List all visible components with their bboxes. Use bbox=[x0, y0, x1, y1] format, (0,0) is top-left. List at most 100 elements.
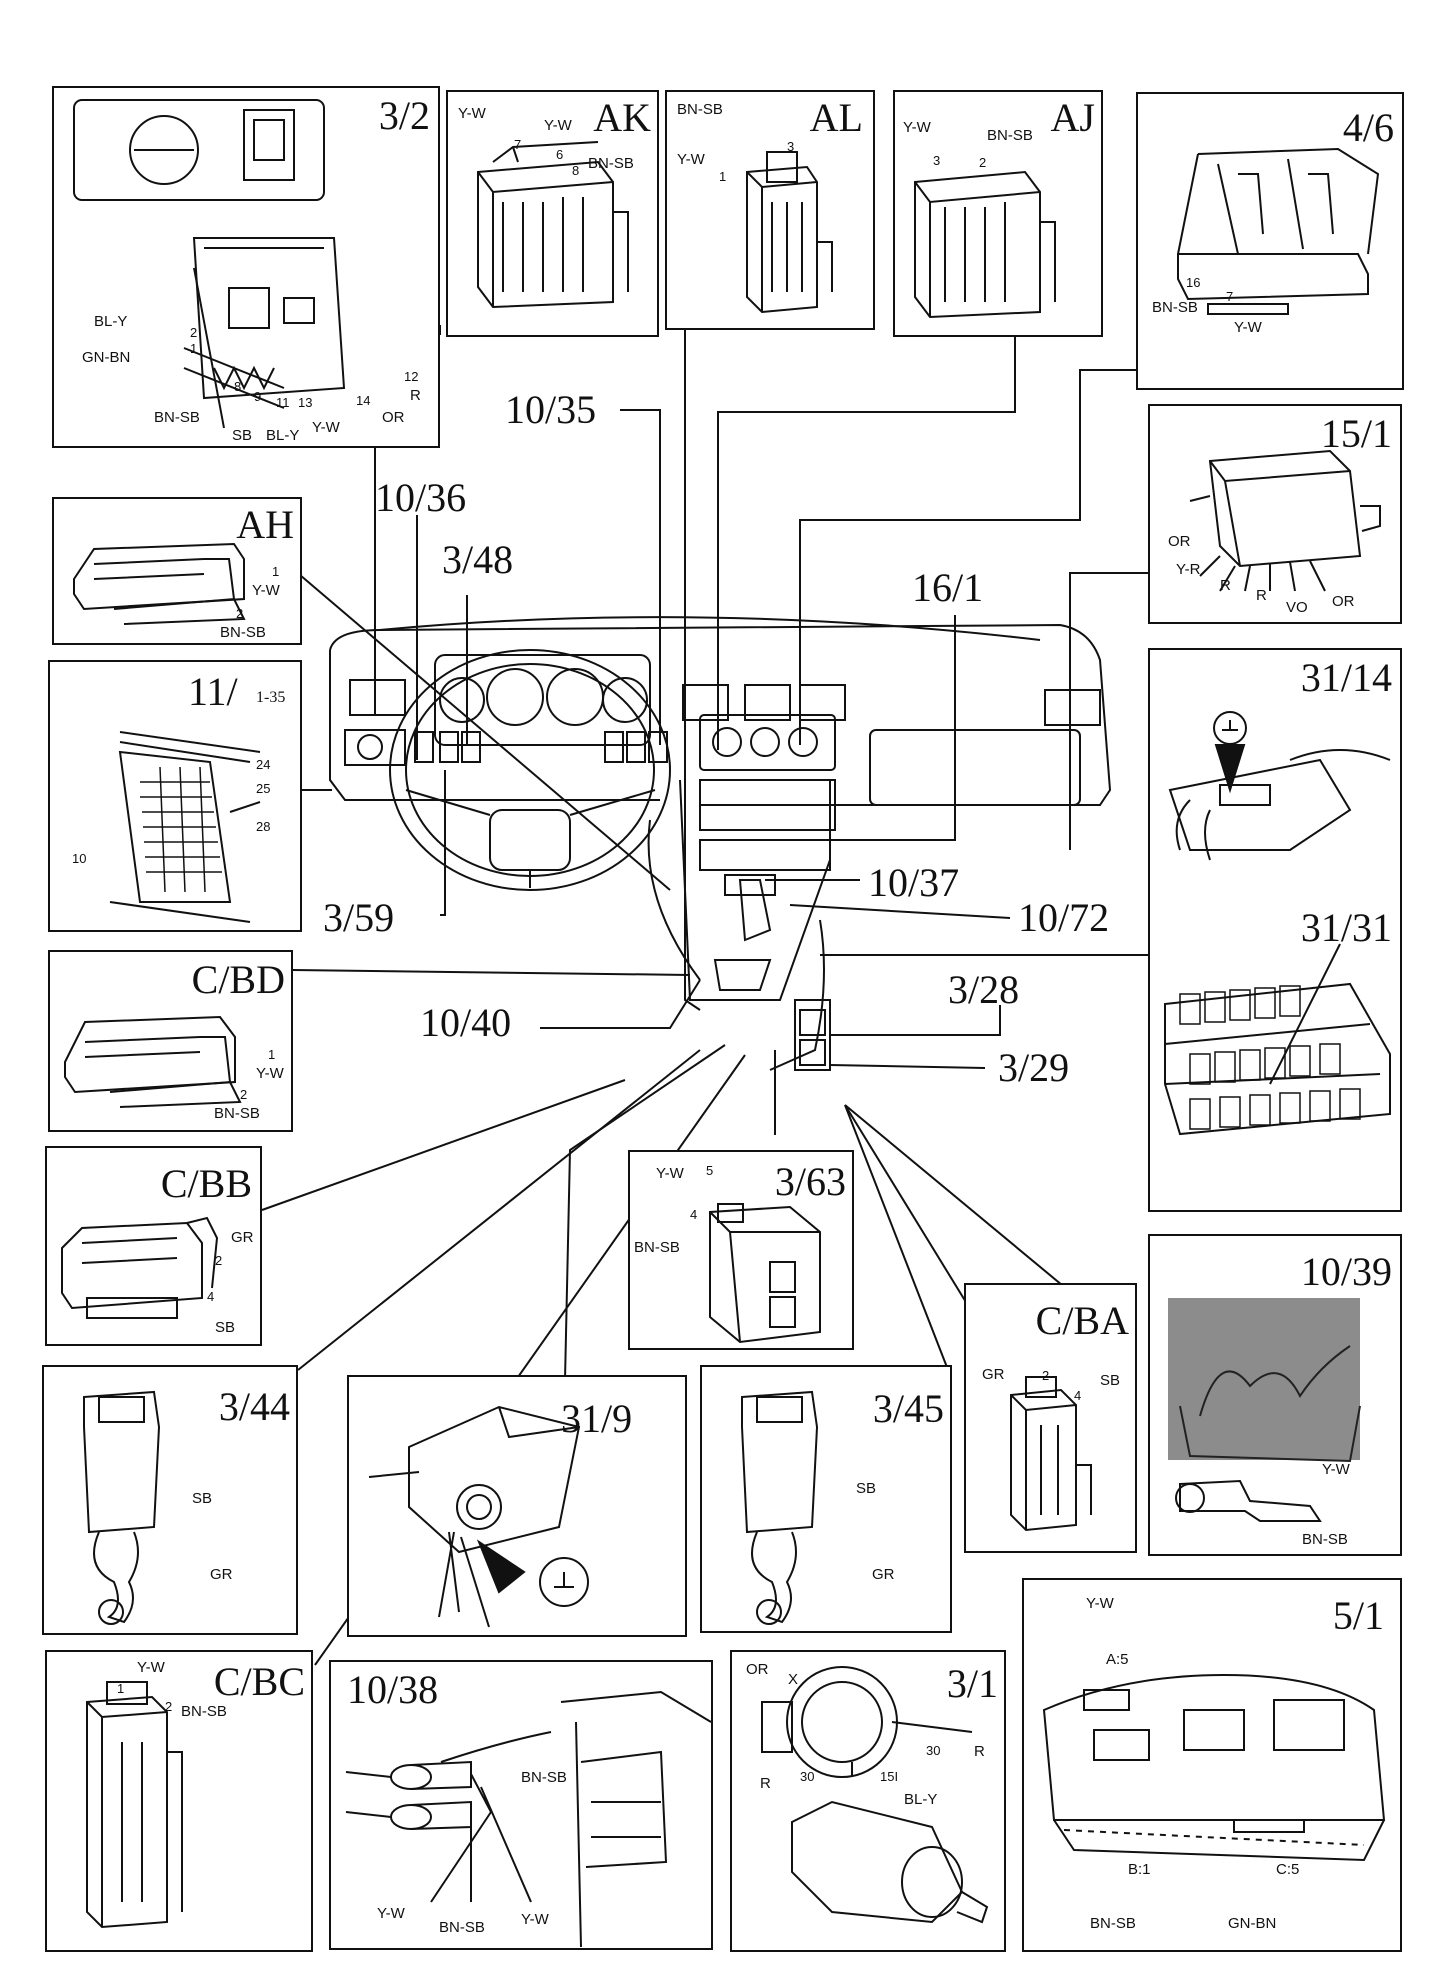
callout-3-28: 3/28 bbox=[948, 967, 1020, 1012]
pin-number: 6 bbox=[556, 147, 564, 162]
pin-number: 2 bbox=[240, 1087, 248, 1102]
panel-id: 3/2 bbox=[378, 93, 430, 138]
control-module-illustration bbox=[1177, 147, 1380, 315]
wire-label: BN-SB bbox=[987, 127, 1033, 144]
panel-3-2: 3/2 BL-Y GN-BN BN-SB SB BL-Y Y-W OR R 2 … bbox=[52, 86, 440, 448]
wire-label: Y-W bbox=[1322, 1461, 1350, 1478]
pin-number: 2 bbox=[215, 1253, 223, 1268]
panel-3-45: 3/45 SB GR bbox=[700, 1365, 952, 1633]
pin-number: 10 bbox=[72, 851, 87, 866]
pin-number: C:5 bbox=[1276, 1861, 1300, 1878]
pin-number: 2 bbox=[1042, 1368, 1050, 1383]
wire-label: Y-W bbox=[1086, 1595, 1114, 1612]
pin-number: 14 bbox=[356, 393, 371, 408]
callout-3-48: 3/48 bbox=[442, 537, 514, 582]
wire-label: GR bbox=[210, 1566, 233, 1583]
wire-label: BN-SB bbox=[154, 409, 200, 426]
panel-id: 31/14 bbox=[1300, 655, 1392, 700]
panel-id: 15/1 bbox=[1320, 411, 1392, 456]
panel-aj: AJ Y-W BN-SB 3 2 bbox=[893, 90, 1103, 337]
panel-4-6: 4/6 BN-SB Y-W 16 7 bbox=[1136, 92, 1404, 390]
connector-illustration bbox=[477, 141, 629, 309]
connector-illustration bbox=[73, 542, 246, 625]
pin-number: 16 bbox=[1186, 275, 1201, 290]
wire-label: Y-W bbox=[137, 1659, 165, 1676]
pin-number: 3 bbox=[933, 153, 941, 168]
instrument-cluster-illustration bbox=[1042, 1673, 1386, 1862]
panel-id: 3/45 bbox=[872, 1386, 944, 1431]
callout-10-72: 10/72 bbox=[1018, 895, 1110, 940]
wire-label: OR bbox=[1168, 533, 1191, 550]
panel-id: C/BC bbox=[213, 1659, 305, 1704]
connector-illustration bbox=[914, 170, 1056, 319]
callout-10-36: 10/36 bbox=[375, 475, 467, 520]
pin-number: 5 bbox=[706, 1163, 714, 1178]
panel-10-38: 10/38 BN-SB Y-W BN-SB Y-W bbox=[329, 1660, 713, 1950]
panel-id: 3/44 bbox=[218, 1384, 290, 1429]
panel-id: 31/9 bbox=[561, 1396, 633, 1441]
wire-label: Y-W bbox=[521, 1911, 549, 1928]
wire-label: BN-SB bbox=[588, 155, 634, 172]
heater-element-illustration bbox=[345, 1690, 712, 1948]
wire-label: Y-W bbox=[252, 582, 280, 599]
panel-5-1: 5/1 Y-W BN-SB GN-BN A:5 B:1 C:5 bbox=[1022, 1578, 1402, 1952]
wire-label: BL-Y bbox=[94, 313, 128, 330]
panel-15-1: 15/1 OR Y-R R R VO OR bbox=[1148, 404, 1402, 624]
panel-id: 11/ bbox=[188, 669, 238, 714]
pin-number: 1 bbox=[719, 169, 727, 184]
panel-11: 11/ 1-35 24 25 28 10 bbox=[48, 660, 302, 932]
switch-unit-illustration bbox=[709, 1203, 821, 1344]
wire-label: Y-W bbox=[1234, 319, 1262, 336]
wire-label: VO bbox=[1286, 599, 1308, 616]
panel-id: 5/1 bbox=[1332, 1593, 1384, 1638]
panel-id: C/BB bbox=[160, 1161, 252, 1206]
pin-number: 1 bbox=[190, 341, 198, 356]
fuse-box-illustration bbox=[109, 731, 261, 923]
pin-number: 12 bbox=[404, 369, 419, 384]
callout-3-29: 3/29 bbox=[998, 1045, 1070, 1090]
seat-belt-buckle-illustration bbox=[741, 1390, 819, 1625]
pin-number: B:1 bbox=[1128, 1861, 1151, 1878]
pin-number: 15I bbox=[880, 1769, 899, 1784]
connector-illustration bbox=[64, 1015, 242, 1108]
wire-label: BN-SB bbox=[214, 1105, 260, 1122]
wire-label: Y-W bbox=[544, 117, 572, 134]
wire-label: R bbox=[410, 387, 421, 404]
panel-c-bd: C/BD Y-W BN-SB 1 2 bbox=[48, 950, 293, 1132]
wire-label: SB bbox=[215, 1319, 236, 1336]
panel-3-44: 3/44 SB GR bbox=[42, 1365, 298, 1635]
pin-number: 1 bbox=[117, 1681, 125, 1696]
ignition-switch-illustration bbox=[761, 1666, 989, 1924]
panel-id: C/BA bbox=[1035, 1298, 1129, 1343]
pin-number: 4 bbox=[207, 1289, 215, 1304]
wire-label: X bbox=[788, 1671, 799, 1688]
wire-label: BN-SB bbox=[521, 1769, 567, 1786]
pin-number: 24 bbox=[256, 757, 271, 772]
wire-label: R bbox=[760, 1775, 771, 1792]
connector-illustration bbox=[86, 1681, 183, 1929]
wire-label: GR bbox=[872, 1566, 895, 1583]
pin-number: 1 bbox=[272, 564, 280, 579]
wire-label: BN-SB bbox=[439, 1919, 485, 1936]
pin-number: 13 bbox=[298, 395, 313, 410]
ground-point-illustration bbox=[368, 1405, 589, 1628]
wire-label: BN-SB bbox=[1302, 1531, 1348, 1548]
wire-label: BN-SB bbox=[1090, 1915, 1136, 1932]
pin-number: 3 bbox=[787, 139, 795, 154]
panel-id: AH bbox=[236, 502, 294, 547]
pin-number: 4 bbox=[690, 1207, 698, 1222]
panel-id: C/BD bbox=[191, 957, 285, 1002]
seat-heater-image bbox=[1168, 1298, 1360, 1460]
panel-id: AJ bbox=[1050, 95, 1095, 140]
seat-heater-switch-illustration bbox=[1175, 1345, 1361, 1522]
pin-number: 28 bbox=[256, 819, 271, 834]
connector-illustration bbox=[746, 151, 833, 314]
pin-number: 25 bbox=[256, 781, 271, 796]
wire-label: Y-W bbox=[458, 105, 486, 122]
wire-label: BN-SB bbox=[634, 1239, 680, 1256]
wire-label: OR bbox=[1332, 593, 1355, 610]
wire-label: Y-R bbox=[1176, 561, 1201, 578]
panel-id: 4/6 bbox=[1342, 105, 1394, 150]
pin-number: 2 bbox=[190, 325, 198, 340]
wire-label: Y-W bbox=[312, 419, 340, 436]
